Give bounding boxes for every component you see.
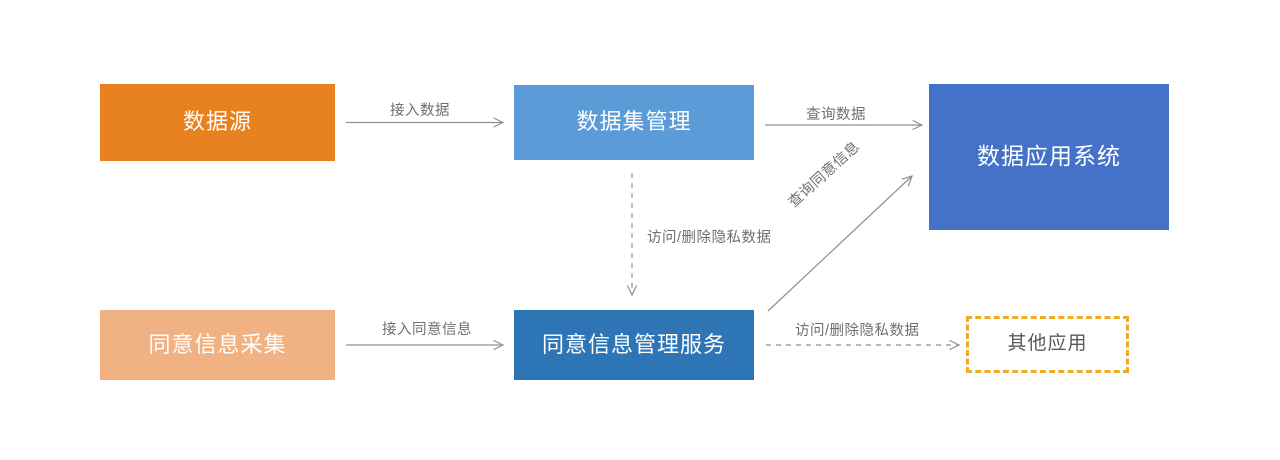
edge-label-ingest-consent: 接入同意信息 <box>382 322 472 338</box>
node-consent-information-management-service-label: 同意信息管理服务 <box>541 331 726 357</box>
node-dataset-management-label: 数据集管理 <box>576 109 692 135</box>
node-data-source[interactable]: 数据源 <box>100 84 335 161</box>
edge-label-access-delete-privacy-bottom: 访问/删除隐私数据 <box>795 323 920 339</box>
node-data-application-system[interactable]: 数据应用系统 <box>929 84 1169 230</box>
edge-label-query-consent: 查询同意信息 <box>785 138 864 211</box>
node-data-application-system-label: 数据应用系统 <box>977 143 1121 170</box>
node-consent-information-collection-label: 同意信息采集 <box>148 331 287 357</box>
node-consent-information-management-service[interactable]: 同意信息管理服务 <box>514 310 754 380</box>
node-other-applications[interactable]: 其他应用 <box>966 316 1129 373</box>
node-consent-information-collection[interactable]: 同意信息采集 <box>100 310 335 380</box>
node-data-source-label: 数据源 <box>182 109 252 135</box>
edge-label-access-delete-privacy-vertical: 访问/删除隐私数据 <box>647 230 772 246</box>
node-other-applications-label: 其他应用 <box>1007 333 1088 355</box>
edge-label-query-data: 查询数据 <box>806 107 866 123</box>
node-dataset-management[interactable]: 数据集管理 <box>514 85 754 160</box>
edge-label-ingest-data: 接入数据 <box>390 103 450 119</box>
